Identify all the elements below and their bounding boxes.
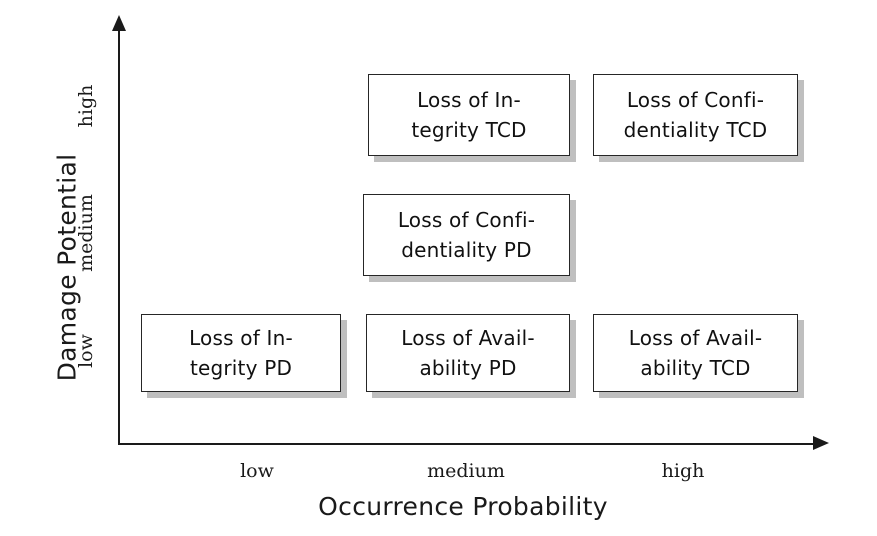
y-axis-arrow-icon [112, 15, 126, 31]
risk-box-text-line2: tegrity PD [189, 355, 293, 380]
risk-box-text-line2: ability TCD [640, 355, 751, 380]
y-axis-line [118, 28, 120, 445]
risk-box-text-line1: Loss of Avail- [401, 326, 535, 351]
x-axis-tick-medium: medium [427, 460, 505, 482]
risk-box-text-line1: Loss of In- [417, 88, 521, 113]
x-axis-arrow-icon [813, 436, 829, 450]
risk-box-integrity-tcd[interactable]: Loss of In- tegrity TCD [368, 74, 570, 156]
risk-box-availability-tcd[interactable]: Loss of Avail- ability TCD [593, 314, 798, 392]
risk-box-text-line1: Loss of Confi- [397, 208, 536, 233]
y-axis-tick-high: high [75, 84, 97, 128]
y-axis-tick-low: low [75, 334, 97, 368]
risk-box-text-line1: Loss of Avail- [628, 326, 763, 351]
x-axis-line [118, 443, 818, 445]
y-axis-tick-medium: medium [75, 194, 97, 272]
x-axis-title: Occurrence Probability [318, 492, 608, 521]
risk-box-text-line2: ability PD [419, 355, 517, 380]
risk-box-confidentiality-pd[interactable]: Loss of Confi- dentiality PD [363, 194, 570, 276]
x-axis-tick-high: high [661, 460, 705, 482]
x-axis-tick-low: low [240, 460, 274, 482]
risk-box-text-line1: Loss of Confi- [626, 88, 765, 113]
risk-box-confidentiality-tcd[interactable]: Loss of Confi- dentiality TCD [593, 74, 798, 156]
risk-box-text-line2: dentiality PD [401, 237, 532, 262]
risk-box-text-line2: dentiality TCD [623, 117, 768, 142]
risk-box-integrity-pd[interactable]: Loss of In- tegrity PD [141, 314, 341, 392]
risk-box-text-line2: tegrity TCD [411, 117, 527, 142]
risk-box-availability-pd[interactable]: Loss of Avail- ability PD [366, 314, 570, 392]
risk-box-text-line1: Loss of In- [189, 326, 293, 351]
